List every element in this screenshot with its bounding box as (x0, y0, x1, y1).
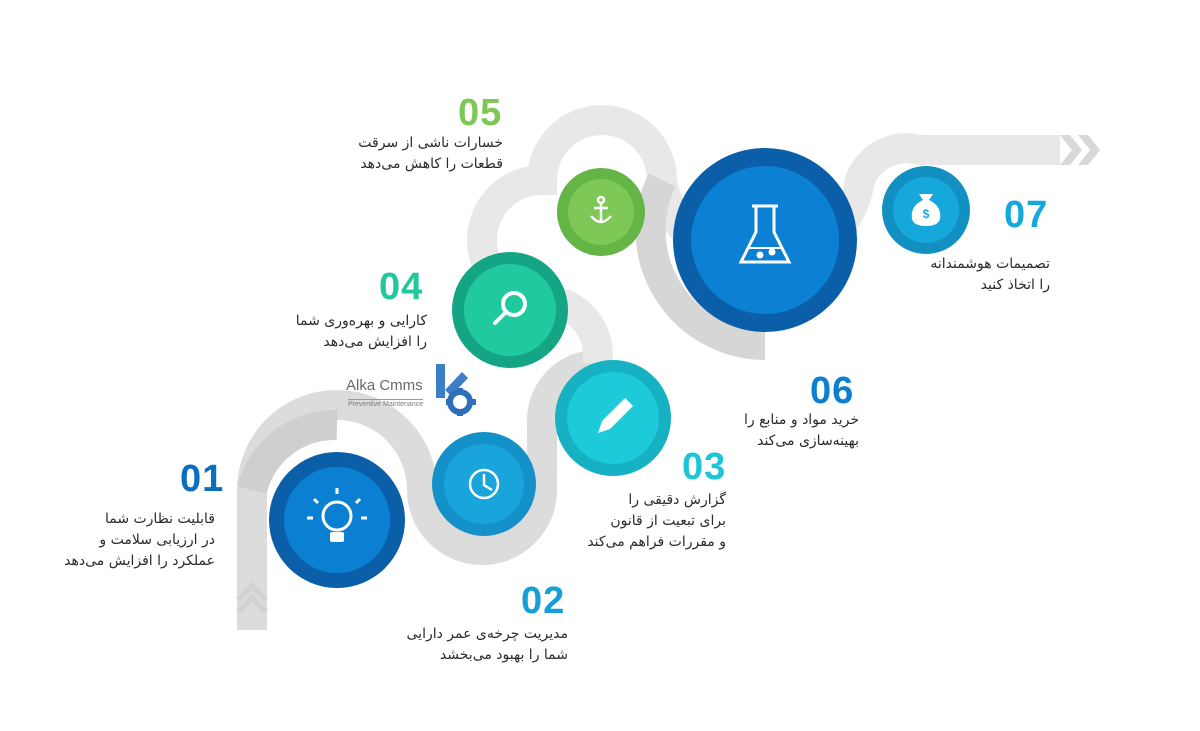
chevron-right-icon (1060, 135, 1082, 165)
flask-icon (738, 204, 792, 264)
description-line: شما را بهبود می‌بخشد (439, 647, 568, 663)
svg-text:$: $ (923, 207, 930, 221)
road-segment (237, 350, 598, 630)
description-line: خسارات ناشی از سرقت (358, 135, 503, 151)
logo-subtitle: Preventive Maintenance (348, 399, 424, 408)
step-07-description: تصمیمات هوشمندانه را اتخاذ کنید (930, 254, 1050, 296)
chevron-right-icon (1078, 135, 1100, 165)
anchor-icon (590, 195, 612, 224)
description-line: و مقررات فراهم می‌کند (587, 534, 726, 550)
step-02-description: مدیریت چرخه‌ی عمر دارایی شما را بهبود می… (407, 624, 568, 666)
description-line: کارایی و بهره‌وری شما (295, 313, 427, 329)
step-02-number: 02 (521, 580, 566, 622)
chevron-up-icon (235, 593, 269, 615)
step-07-circle: $ (882, 166, 970, 254)
start-chevrons (235, 581, 269, 615)
step-06-description: خرید مواد و منابع را بهینه‌سازی می‌کند (744, 410, 859, 452)
clock-icon (468, 468, 500, 500)
road-segment (635, 173, 766, 360)
description-line: قطعات را کاهش می‌دهد (360, 156, 503, 172)
end-chevrons (1060, 135, 1100, 165)
step-05-number: 05 (458, 92, 503, 134)
description-line: را اتخاذ کنید (980, 277, 1050, 293)
logo-title: Alka Cmms (346, 377, 423, 394)
step-03-circle (555, 360, 671, 476)
pencil-icon (598, 398, 633, 433)
chevron-up-icon (235, 581, 269, 603)
description-line: گزارش دقیقی را (628, 492, 726, 508)
step-03-number: 03 (682, 446, 727, 488)
description-line: در ارزیابی سلامت و (99, 532, 215, 548)
step-02-circle (432, 432, 536, 536)
description-line: تصمیمات هوشمندانه (930, 256, 1050, 272)
step-06-number: 06 (810, 370, 855, 412)
description-line: عملکرد را افزایش می‌دهد (64, 553, 215, 569)
step-04-circle (452, 252, 568, 368)
step-04-number: 04 (379, 266, 424, 308)
step-06-circle (673, 148, 857, 332)
alka-cmms-logo: Alka Cmms Preventive Maintenance (338, 364, 478, 424)
description-line: قابلیت نظارت شما (104, 511, 215, 527)
description-line: برای تبعیت از قانون (610, 513, 726, 529)
step-01-circle (269, 452, 405, 588)
magnifier-icon (493, 291, 527, 325)
gear-k-logo-icon (436, 364, 476, 416)
step-01-description: قابلیت نظارت شما در ارزیابی سلامت و عملک… (64, 509, 215, 572)
description-line: بهینه‌سازی می‌کند (757, 433, 859, 449)
road-segment (237, 409, 338, 495)
description-line: خرید مواد و منابع را (743, 412, 859, 428)
lightbulb-icon (307, 488, 367, 542)
step-05-circle (557, 168, 645, 256)
description-line: مدیریت چرخه‌ی عمر دارایی (406, 626, 568, 642)
step-03-description: گزارش دقیقی را برای تبعیت از قانون و مقر… (587, 490, 726, 553)
step-01-number: 01 (180, 458, 225, 500)
step-05-description: خسارات ناشی از سرقت قطعات را کاهش می‌دهد (358, 133, 503, 175)
money-bag-icon: $ (911, 194, 941, 226)
step-07-number: 07 (1004, 194, 1049, 236)
description-line: را افزایش می‌دهد (323, 334, 427, 350)
step-04-description: کارایی و بهره‌وری شما را افزایش می‌دهد (296, 311, 427, 353)
